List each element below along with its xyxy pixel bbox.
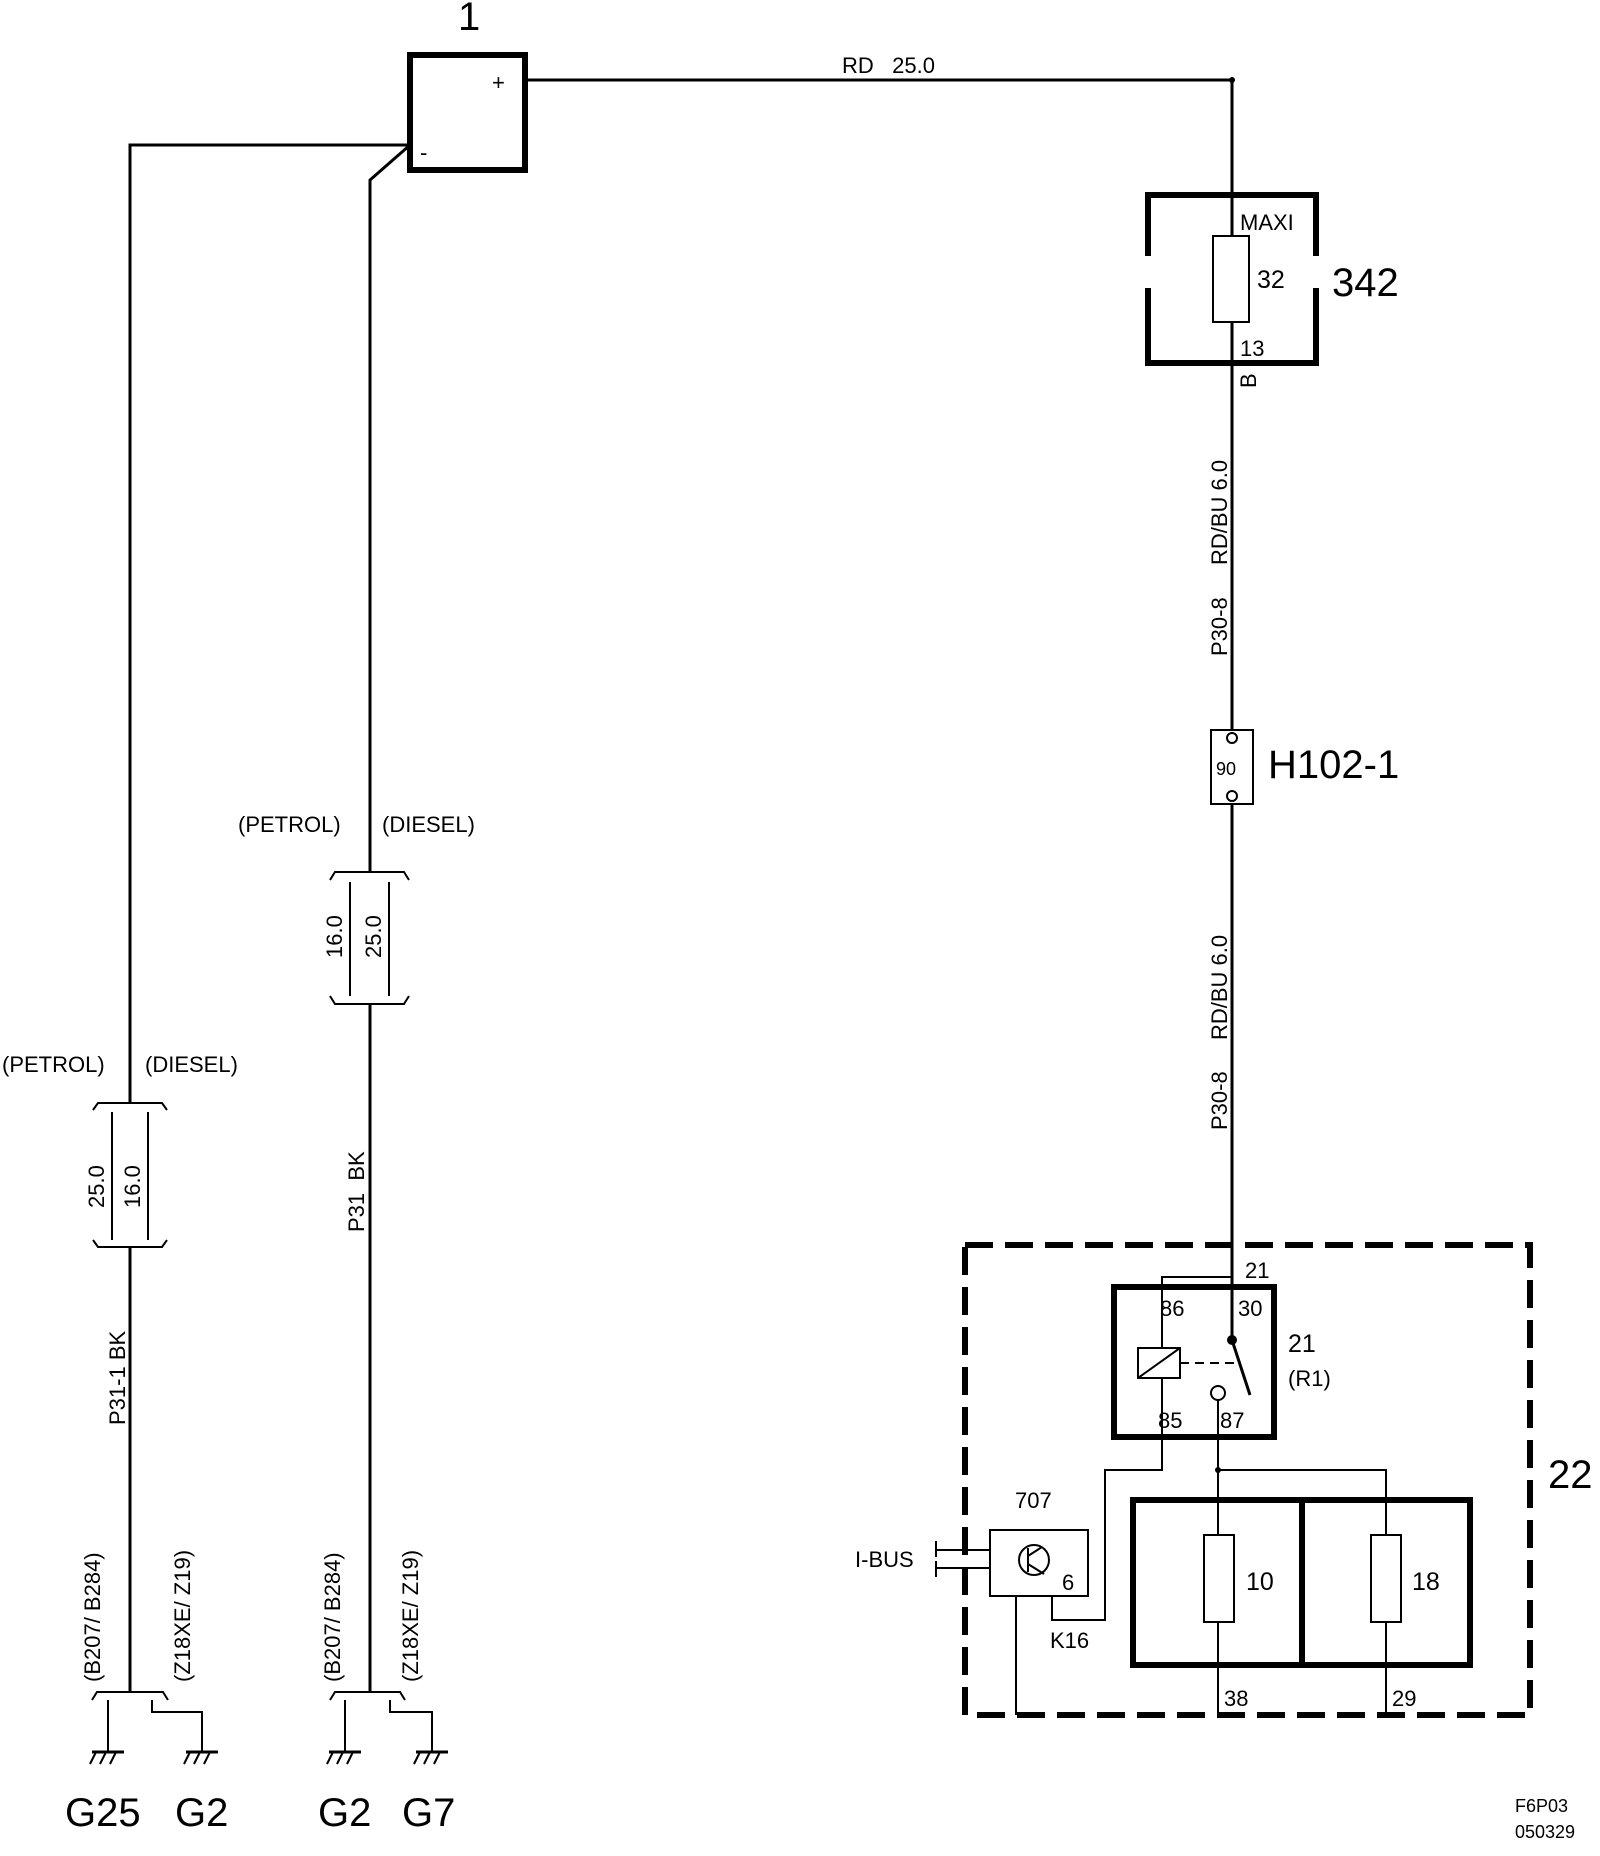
relay-21: 86 30 85 87 21 (R1) [1111, 1276, 1331, 1440]
wire-connector-to-unit-code: P30-8 [1207, 1071, 1232, 1130]
ground-left-engine-b: (Z18XE/ Z19) [170, 1550, 195, 1682]
ground-wire-2: (PETROL) (DIESEL) 16.0 25.0 P31 BK [238, 143, 475, 1692]
wire-connector-to-unit-spec: RD/BU 6.0 [1207, 935, 1232, 1040]
fuse-10-pin: 38 [1224, 1686, 1248, 1711]
ground-point-g25: G25 [65, 1791, 141, 1835]
wire-connector-to-unit: P30-8 RD/BU 6.0 [1207, 804, 1234, 1290]
ground-1-size-a: 25.0 [84, 1165, 109, 1208]
fuse-box-type: MAXI [1240, 210, 1294, 235]
wire-fuse-to-connector-spec: RD/BU 6.0 [1207, 460, 1232, 565]
ground-right-engine-a: (B207/ B284) [320, 1552, 345, 1682]
diagram-code: F6P03 [1515, 1796, 1568, 1816]
ground-point-g2-left: G2 [175, 1791, 228, 1835]
relay-sub-label: (R1) [1288, 1366, 1331, 1391]
ground-terminal-right: (B207/ B284) (Z18XE/ Z19) G2 G7 [318, 1550, 455, 1835]
ground-1-size-b: 16.0 [120, 1165, 145, 1208]
ground-2-variant-a: (PETROL) [238, 812, 341, 837]
module-output-label: K16 [1050, 1628, 1089, 1653]
fuse-18-pin: 29 [1392, 1686, 1416, 1711]
battery-id: 1 [458, 0, 480, 39]
ground-1-variant-b: (DIESEL) [145, 1052, 238, 1077]
relay-connector-pin: 21 [1245, 1258, 1269, 1283]
fuse-18: 18 29 [1370, 1500, 1440, 1715]
diagram-date: 050329 [1515, 1822, 1575, 1842]
battery-minus-terminal: - [420, 140, 427, 165]
fuse-box-pin-letter: B [1236, 373, 1261, 388]
relay-pin-85: 85 [1158, 1408, 1182, 1433]
wire-battery-positive: RD 25.0 [528, 53, 1235, 195]
relay-output-wiring [1215, 1437, 1387, 1500]
battery: 1 + - [407, 0, 528, 173]
relay-id: 21 [1288, 1330, 1316, 1358]
ground-point-g2-right: G2 [318, 1791, 371, 1835]
fuse-10: 10 38 [1203, 1500, 1274, 1715]
module-707: 707 6 I-BUS K16 [855, 1437, 1163, 1715]
connector-id: H102-1 [1268, 743, 1399, 787]
unit-22: 22 21 [962, 1242, 1593, 1718]
module-bus-label: I-BUS [855, 1547, 914, 1572]
ground-2-variant-b: (DIESEL) [382, 812, 475, 837]
ground-2-code: P31 BK [344, 1151, 369, 1232]
ground-2-size-b: 25.0 [361, 915, 386, 958]
ground-1-variant-a: (PETROL) [2, 1052, 105, 1077]
diagram-footer: F6P03 050329 [1515, 1796, 1575, 1842]
wire-fuse-to-connector-code: P30-8 [1207, 597, 1232, 656]
unit-id: 22 [1548, 1453, 1593, 1497]
fuse-10-id: 10 [1246, 1568, 1274, 1596]
module-pin: 6 [1062, 1570, 1074, 1595]
battery-plus-terminal: + [492, 70, 505, 95]
ground-right-engine-b: (Z18XE/ Z19) [398, 1550, 423, 1682]
ground-1-code: P31-1 BK [105, 1331, 130, 1425]
relay-pin-87: 87 [1220, 1408, 1244, 1433]
fuse-box-pin-out: 13 [1240, 336, 1264, 361]
wire-battery-positive-label: RD 25.0 [842, 53, 935, 78]
ground-terminal-left: (B207/ B284) (Z18XE/ Z19) G25 G2 [65, 1550, 228, 1835]
relay-pin-86: 86 [1160, 1296, 1184, 1321]
connector-h102-1: 90 H102-1 [1210, 729, 1399, 805]
fuse-block [1130, 1497, 1473, 1668]
fuse-box-fuse-number: 32 [1257, 266, 1285, 294]
fuse-box-id: 342 [1332, 261, 1399, 305]
ground-2-size-a: 16.0 [322, 915, 347, 958]
fuse-box-342: MAXI 32 13 342 B [1142, 192, 1399, 388]
fuse-18-id: 18 [1412, 1568, 1440, 1596]
ground-wire-1: (PETROL) (DIESEL) 25.0 16.0 P31-1 BK [2, 143, 410, 1692]
relay-pin-30: 30 [1238, 1296, 1262, 1321]
ground-point-g7: G7 [402, 1791, 455, 1835]
wire-fuse-to-connector: P30-8 RD/BU 6.0 [1207, 363, 1234, 730]
module-id: 707 [1015, 1488, 1052, 1513]
connector-pin: 90 [1216, 759, 1236, 779]
ground-left-engine-a: (B207/ B284) [80, 1552, 105, 1682]
